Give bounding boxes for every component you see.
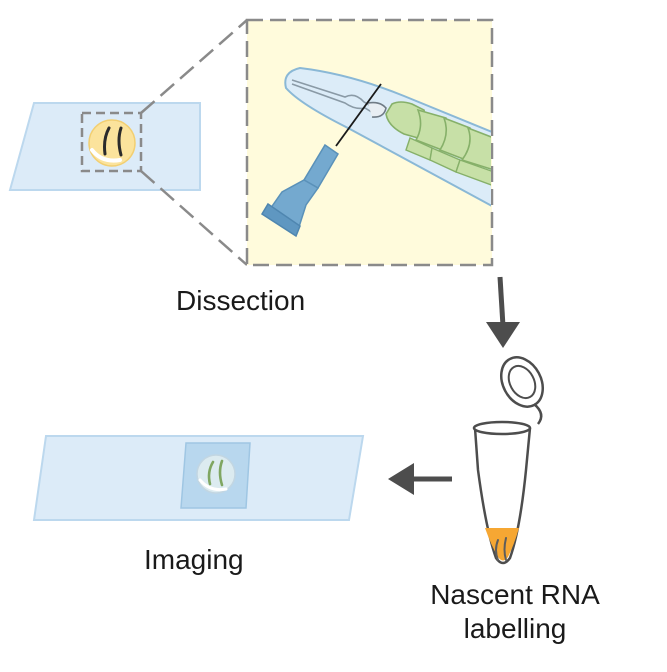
imaging-label: Imaging [144, 544, 244, 575]
selection-box [80, 111, 143, 173]
nascent-rna-line: Nascent RNA [430, 579, 600, 610]
arrow-down-icon [486, 276, 520, 348]
dissection-label: Dissection [176, 285, 306, 316]
eppendorf-tube-icon [472, 356, 544, 565]
zoom-guide-lines [140, 19, 248, 266]
droplet-icon [88, 119, 136, 167]
arrow-left-icon [388, 463, 452, 495]
imaging-slide-icon [32, 435, 365, 521]
nascent-rna-labelling-label: Nascent RNA labelling [412, 578, 618, 646]
needle-icon [260, 143, 339, 238]
worm-dissection-icon [284, 66, 491, 207]
labelling-line: labelling [463, 613, 567, 644]
